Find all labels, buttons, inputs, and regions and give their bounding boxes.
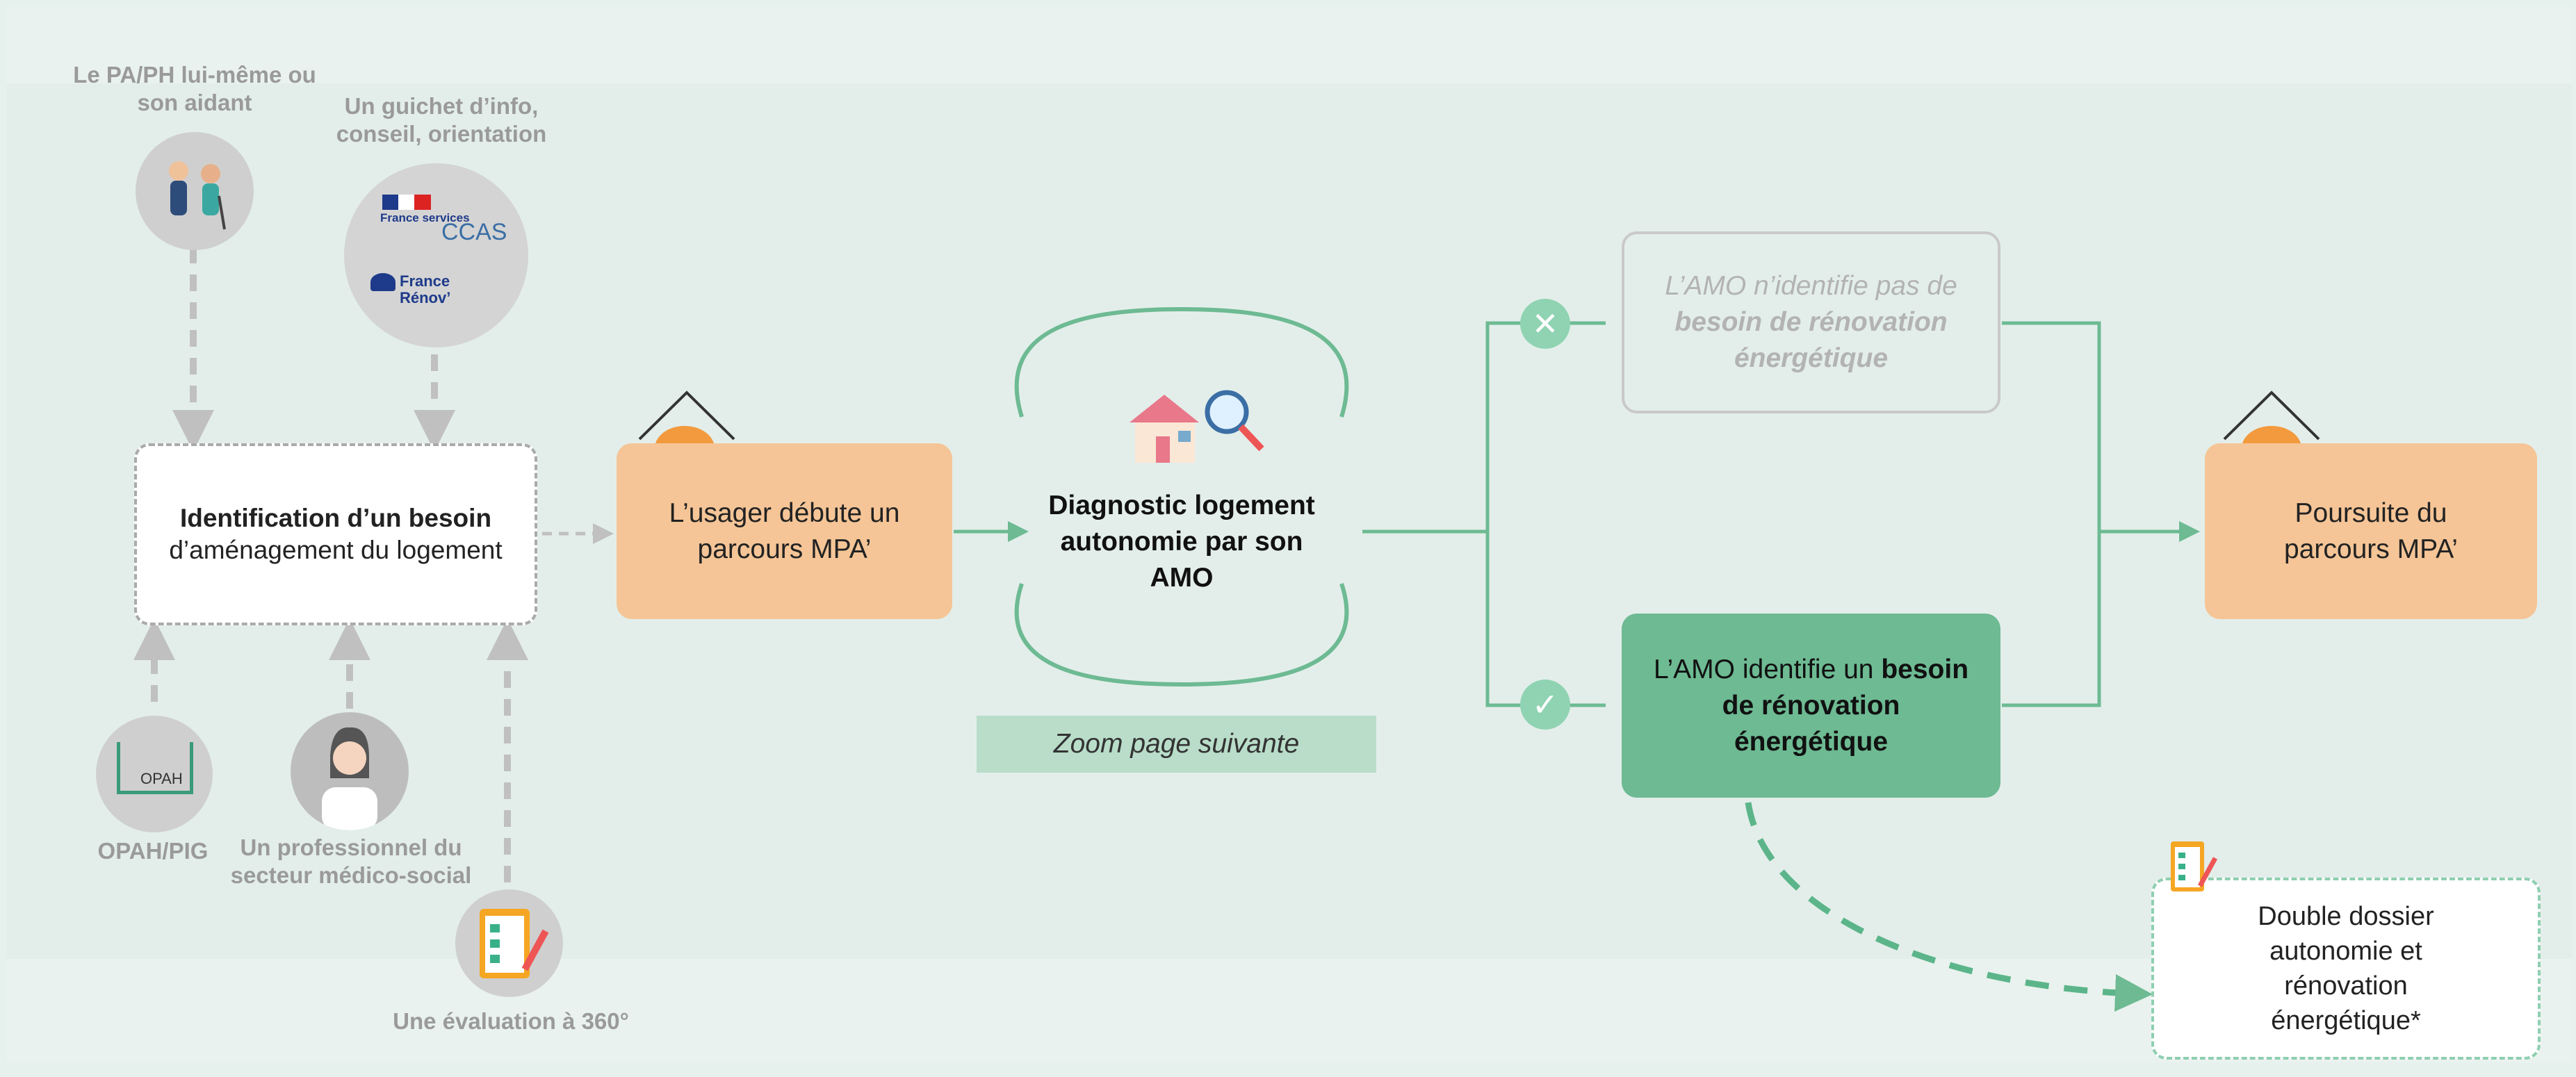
diag-arc-top — [1014, 306, 1349, 418]
diagnostic-text: Diagnostic logement autonomie par son AM… — [1048, 491, 1315, 593]
identification-box: Identification d’un besoin d’aménagement … — [134, 443, 537, 625]
actor-guichet-label: Un guichet d’info, conseil, orientation — [336, 93, 547, 147]
double-dossier-box: Double dossier autonomie et rénovation é… — [2151, 878, 2541, 1060]
diag-arc-bottom — [1014, 583, 1349, 687]
diagnostic-box: Diagnostic logement autonomie par son AM… — [1001, 459, 1362, 625]
curve-double — [1745, 802, 2153, 1012]
poursuite-box: Poursuite du parcours MPA’ — [2205, 443, 2537, 619]
france-renov-logo: France Rénov’ — [400, 272, 451, 306]
actor-pa-ph-label: Le PA/PH lui-même ou son aidant — [73, 62, 316, 115]
usager-box: L’usager débute un parcours MPA’ — [617, 443, 952, 619]
check-icon: ✓ — [1520, 680, 1570, 730]
need-box: L’AMO identifie un besoin de rénovation … — [1622, 614, 2000, 798]
no-need-box: L’AMO n’identifie pas de besoin de rénov… — [1622, 231, 2000, 413]
cross-icon: ✕ — [1520, 299, 1570, 349]
house-magnifier-icon — [1123, 381, 1272, 468]
roof-poursuite — [2223, 390, 2320, 441]
no-need-pre: L’AMO n’identifie pas de — [1665, 271, 1957, 301]
need-bold: besoin de rénovation énergétique — [1722, 654, 1969, 757]
need-pre: L’AMO identifie un — [1653, 654, 1874, 684]
roof-usager — [638, 390, 735, 441]
double-dossier-text: Double dossier autonomie et rénovation é… — [2258, 902, 2434, 1035]
ccas-logo: CCAS — [441, 219, 507, 245]
usager-text: L’usager débute un parcours MPA’ — [669, 498, 900, 564]
no-need-bold: besoin de rénovation énergétique — [1674, 307, 1948, 373]
actor-pro-label: Un professionnel du secteur médico-socia… — [230, 835, 472, 888]
zoom-next-page[interactable]: Zoom page suivante — [977, 716, 1376, 773]
opah-logo: OPAH — [140, 770, 183, 787]
pa-ph-icon — [136, 132, 254, 250]
checklist-icon-2 — [2165, 837, 2221, 896]
opah-icon: OPAH — [96, 716, 213, 832]
actor-opah-label: OPAH/PIG — [97, 838, 209, 864]
identification-rest: d’aménagement du logement — [169, 536, 503, 564]
france-services-logo: France services — [380, 211, 470, 224]
identification-bold: Identification d’un besoin — [179, 504, 492, 532]
branch-line — [1362, 321, 1606, 707]
actor-evaluation-label: Une évaluation à 360° — [393, 1008, 629, 1034]
merge-line — [2002, 321, 2190, 707]
doctor-icon — [291, 712, 409, 830]
poursuite-text: Poursuite du parcours MPA’ — [2284, 498, 2458, 564]
guichet-logos-icon: France services CCAS France Rénov’ — [344, 163, 528, 347]
checklist-icon — [455, 889, 563, 997]
zoom-text: Zoom page suivante — [1053, 729, 1300, 759]
